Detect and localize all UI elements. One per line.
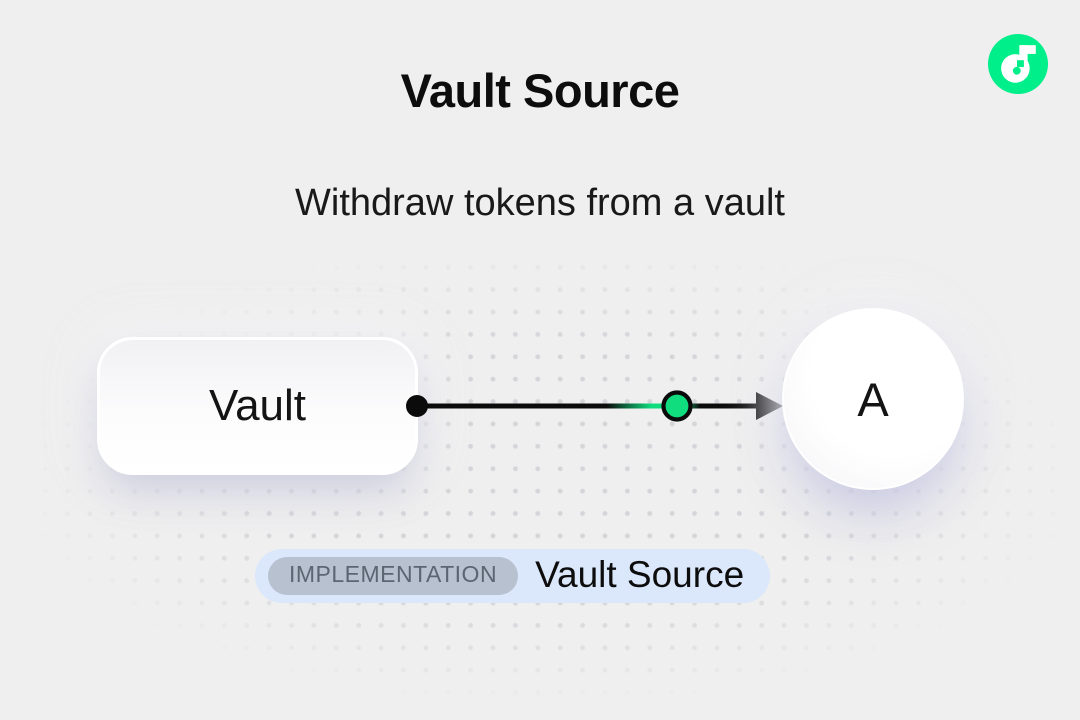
implementation-label: Vault Source [535, 553, 745, 595]
implementation-badge: IMPLEMENTATION Vault Source [255, 549, 771, 603]
page-title: Vault Source [400, 64, 680, 117]
flow-arrow [406, 390, 783, 422]
arrow-start-dot [406, 395, 428, 417]
page-subtitle: Withdraw tokens from a vault [295, 182, 785, 224]
vault-node: Vault [97, 337, 418, 475]
implementation-tag: IMPLEMENTATION [268, 557, 519, 595]
arrow-head [756, 392, 783, 420]
token-event-dot [661, 390, 693, 422]
account-node: A [782, 308, 964, 490]
flow-logo-icon [987, 33, 1049, 95]
vault-node-label: Vault [208, 381, 307, 430]
account-node-label: A [857, 372, 889, 426]
